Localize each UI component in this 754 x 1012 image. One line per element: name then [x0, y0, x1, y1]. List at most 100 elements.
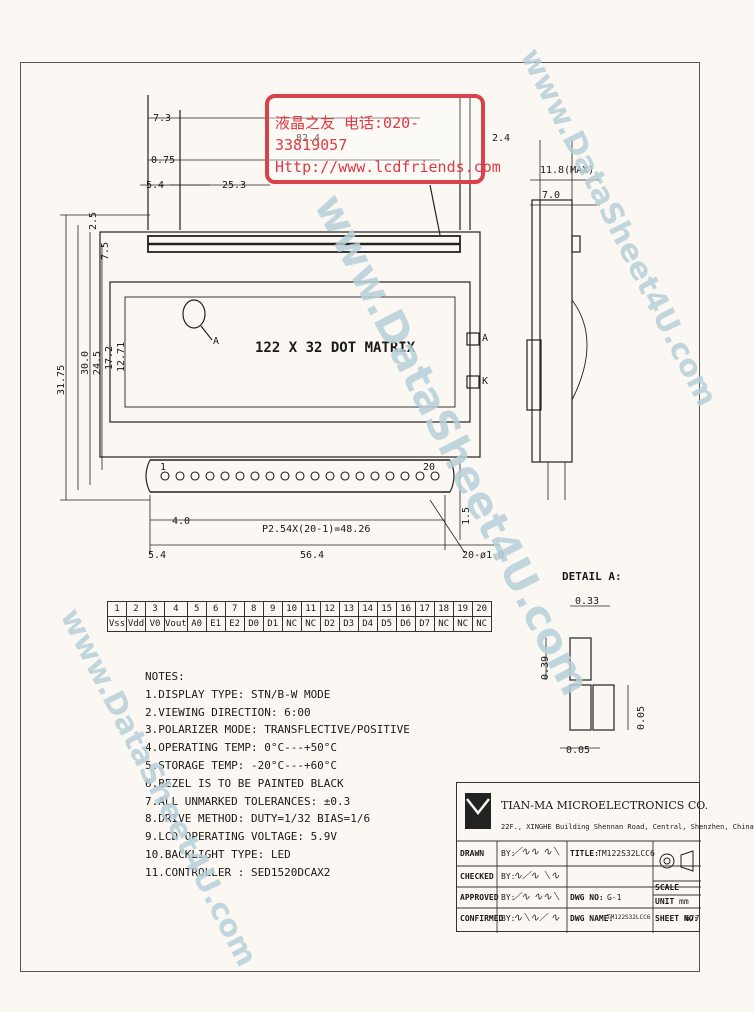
- dimension-label: 24.5: [92, 350, 103, 375]
- dimension-label: 30.0: [80, 350, 91, 375]
- dimension-label: 17.2: [104, 345, 115, 370]
- notes-title: NOTES:: [145, 670, 185, 683]
- pin-signal-cell: D3: [338, 616, 359, 632]
- by-label: BY:: [501, 893, 516, 902]
- dimension-label: 11.8(MAX): [540, 165, 595, 176]
- pin-signal-cell: D1: [262, 616, 283, 632]
- dimension-label: 7.5: [100, 241, 111, 260]
- pin-signal-cell: NC: [433, 616, 454, 632]
- note-item: 1.DISPLAY TYPE: STN/B-W MODE: [145, 687, 331, 701]
- unit-label: UNIT: [655, 897, 675, 906]
- pin-number-cell: 20: [471, 601, 492, 617]
- dimension-label: 82.4: [296, 133, 321, 144]
- signature-drawn: ⟋∿∿ ∿⟍: [513, 845, 560, 858]
- company-logo: [465, 793, 491, 829]
- stamp-line-2: Http://www.lcdfriends.com: [275, 158, 501, 176]
- dimension-label: 31.75: [56, 364, 67, 395]
- signature-confirmed: ∿⟍∿⟋ ∿: [513, 911, 560, 924]
- pin-signal-cell: Vout: [164, 616, 188, 632]
- pin-number-cell: 6: [205, 601, 226, 617]
- pin-number-cell: 3: [145, 601, 165, 617]
- led-anode-label: A: [482, 333, 489, 344]
- confirmed-label: CONFIRMED: [460, 914, 504, 923]
- dimension-label: P2.54X(20-1)=48.26: [262, 524, 371, 535]
- pin-number-label: 20: [423, 462, 436, 473]
- dwg-no-value: G-1: [607, 893, 622, 902]
- pin-number-cell: 17: [414, 601, 435, 617]
- drawn-label: DRAWN: [460, 849, 485, 858]
- pin-signal-cell: Vss: [107, 616, 127, 632]
- dimension-label: 5.4: [148, 550, 167, 561]
- pin-number-cell: 18: [433, 601, 454, 617]
- title-label: TITLE:: [570, 849, 599, 858]
- pin-signal-cell: D6: [395, 616, 416, 632]
- pin-number-cell: 7: [224, 601, 245, 617]
- pin-signal-cell: E2: [224, 616, 245, 632]
- pin-signal-cell: V0: [145, 616, 165, 632]
- company-address: 22F., XINGHE Building Shennan Road, Cent…: [501, 823, 754, 831]
- display-area-label: 122 X 32 DOT MATRIX: [255, 340, 416, 356]
- dimension-label: 2.5: [88, 211, 99, 230]
- dimension-label: 2.4: [492, 133, 511, 144]
- title-block-grid: [457, 793, 701, 933]
- stamp-line-1: 液晶之友 电话:020-33819057: [275, 114, 420, 154]
- dimension-label: 56.4: [300, 550, 325, 561]
- by-label: BY:: [501, 914, 516, 923]
- dimension-label: 0.05: [636, 705, 647, 730]
- note-item: 11.CONTROLLER : SED1520DCAX2: [145, 865, 331, 879]
- pin-number-cell: 11: [300, 601, 321, 617]
- dimension-label: 0.05: [566, 745, 591, 756]
- dimension-label: 0.75: [151, 155, 176, 166]
- pin-signal-cell: E1: [205, 616, 226, 632]
- dimension-label: 20-ø1.0: [462, 550, 505, 561]
- dimension-label: 7.0: [542, 190, 561, 201]
- notes-block: NOTES: 1.DISPLAY TYPE: STN/B-W MODE 2.VI…: [145, 668, 410, 882]
- pin-signal-cell: D2: [319, 616, 340, 632]
- note-item: 3.POLARIZER MODE: TRANSFLECTIVE/POSITIVE: [145, 723, 410, 737]
- note-item: 7.ALL UNMARKED TOLERANCES: ±0.3: [145, 794, 351, 808]
- note-item: 2.VIEWING DIRECTION: 6:00: [145, 705, 311, 719]
- pin-number-cell: 12: [319, 601, 340, 617]
- note-item: 4.OPERATING TEMP: 0°C---+50°C: [145, 741, 338, 755]
- pin-signal-cell: A0: [186, 616, 207, 632]
- detail-title: DETAIL A:: [562, 570, 622, 583]
- pin-number-cell: 15: [376, 601, 397, 617]
- pin-signal-cell: D5: [376, 616, 397, 632]
- pin-number-cell: 9: [262, 601, 283, 617]
- pin-signal-cell: NC: [452, 616, 473, 632]
- dimension-label: 0.33: [575, 596, 600, 607]
- dwg-name-label: DWG NAME:: [570, 914, 614, 923]
- scale-label: SCALE: [655, 883, 680, 892]
- drawing-sheet-border: [20, 62, 700, 972]
- title-value: TM122S32LCC6: [597, 849, 655, 858]
- pin-number-cell: 8: [243, 601, 264, 617]
- lcd-outline-drawing: [60, 95, 629, 749]
- dimension-label: 7.3: [153, 113, 172, 124]
- note-item: 6.BEZEL IS TO BE PAINTED BLACK: [145, 776, 344, 790]
- sheet-no-label: SHEET NO:: [655, 914, 699, 923]
- title-block: TIAN-MA MICROELECTRONICS CO. 22F., XINGH…: [456, 782, 754, 933]
- dimension-label: 4.0: [172, 516, 191, 527]
- dimension-label: 5.4: [146, 180, 165, 191]
- note-item: 8.DRIVE METHOD: DUTY=1/32 BIAS=1/6: [145, 812, 371, 826]
- dimension-label: 25.3: [222, 180, 247, 191]
- sheet-no-value: 6/7: [685, 914, 700, 923]
- pin-signal-cell: NC: [281, 616, 302, 632]
- pin-number-cell: 5: [186, 601, 207, 617]
- signature-checked: ∿⟋∿ ⟍∿: [513, 869, 560, 882]
- pin-number-label: 1: [160, 462, 167, 473]
- pin-signal-cell: D7: [414, 616, 435, 632]
- unit-value: mm: [679, 897, 689, 906]
- pin-signal-cell: NC: [471, 616, 492, 632]
- checked-label: CHECKED: [460, 872, 494, 881]
- pin-number-cell: 1: [107, 601, 127, 617]
- dealer-stamp: 液晶之友 电话:020-33819057 Http://www.lcdfrien…: [265, 94, 501, 184]
- note-item: 10.BACKLIGHT TYPE: LED: [145, 847, 291, 861]
- note-item: 9.LCD OPERATING VOLTAGE: 5.9V: [145, 830, 338, 844]
- signature-approved: ⟋∿ ∿∿⟍: [513, 890, 560, 903]
- pin-signal-cell: Vdd: [126, 616, 146, 632]
- dwg-no-label: DWG NO:: [570, 893, 604, 902]
